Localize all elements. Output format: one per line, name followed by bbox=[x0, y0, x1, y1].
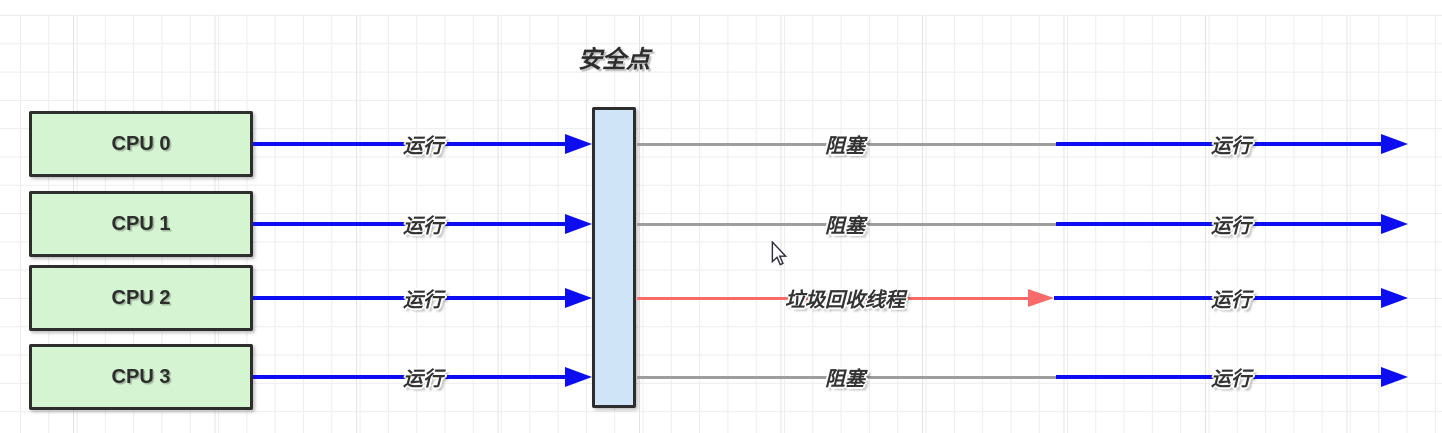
cpu-box-1[interactable]: CPU 1 bbox=[29, 191, 253, 257]
cpu-box-label: CPU 3 bbox=[111, 365, 171, 388]
run-arrowhead-icon bbox=[565, 288, 592, 308]
run-line-before[interactable] bbox=[253, 222, 568, 226]
blocked-line[interactable] bbox=[637, 223, 1056, 226]
blocked-label[interactable]: 阻塞 bbox=[825, 215, 865, 238]
run-line-before[interactable] bbox=[253, 142, 568, 146]
run-arrowhead-icon bbox=[1381, 288, 1408, 308]
blocked-label[interactable]: 阻塞 bbox=[825, 368, 865, 391]
blocked-line[interactable] bbox=[637, 143, 1056, 146]
gc-thread-label[interactable]: 垃圾回收线程 bbox=[785, 289, 905, 312]
run-arrowhead-icon bbox=[565, 214, 592, 234]
blocked-label[interactable]: 阻塞 bbox=[825, 135, 865, 158]
run-arrowhead-icon bbox=[1381, 134, 1408, 154]
run-line-after[interactable] bbox=[1054, 296, 1381, 300]
run-label[interactable]: 运行 bbox=[403, 135, 443, 158]
run-label[interactable]: 运行 bbox=[1211, 135, 1251, 158]
run-arrowhead-icon bbox=[1381, 367, 1408, 387]
gc-thread-line[interactable] bbox=[637, 297, 1030, 300]
run-line-after[interactable] bbox=[1056, 142, 1381, 146]
run-label[interactable]: 运行 bbox=[1211, 368, 1251, 391]
run-label[interactable]: 运行 bbox=[1211, 215, 1251, 238]
run-arrowhead-icon bbox=[565, 367, 592, 387]
cpu-box-label: CPU 0 bbox=[111, 132, 171, 155]
cpu-box-label: CPU 1 bbox=[111, 212, 171, 235]
gc-arrowhead-icon bbox=[1028, 289, 1054, 307]
mouse-cursor-icon bbox=[771, 241, 788, 266]
run-line-before[interactable] bbox=[253, 375, 568, 379]
cpu-box-2[interactable]: CPU 2 bbox=[29, 265, 253, 331]
run-line-after[interactable] bbox=[1056, 375, 1381, 379]
cpu-box-3[interactable]: CPU 3 bbox=[29, 344, 253, 410]
canvas-margin bbox=[0, 0, 1442, 15]
run-label[interactable]: 运行 bbox=[403, 368, 443, 391]
run-line-after[interactable] bbox=[1056, 222, 1381, 226]
cpu-box-label: CPU 2 bbox=[111, 286, 171, 309]
cpu-box-0[interactable]: CPU 0 bbox=[29, 111, 253, 177]
safepoint-title[interactable]: 安全点 bbox=[578, 46, 650, 74]
run-line-before[interactable] bbox=[253, 296, 568, 300]
run-arrowhead-icon bbox=[565, 134, 592, 154]
run-label[interactable]: 运行 bbox=[1211, 289, 1251, 312]
run-label[interactable]: 运行 bbox=[403, 215, 443, 238]
blocked-line[interactable] bbox=[637, 376, 1056, 379]
run-label[interactable]: 运行 bbox=[403, 289, 443, 312]
run-arrowhead-icon bbox=[1381, 214, 1408, 234]
safepoint-bar[interactable] bbox=[592, 107, 636, 408]
